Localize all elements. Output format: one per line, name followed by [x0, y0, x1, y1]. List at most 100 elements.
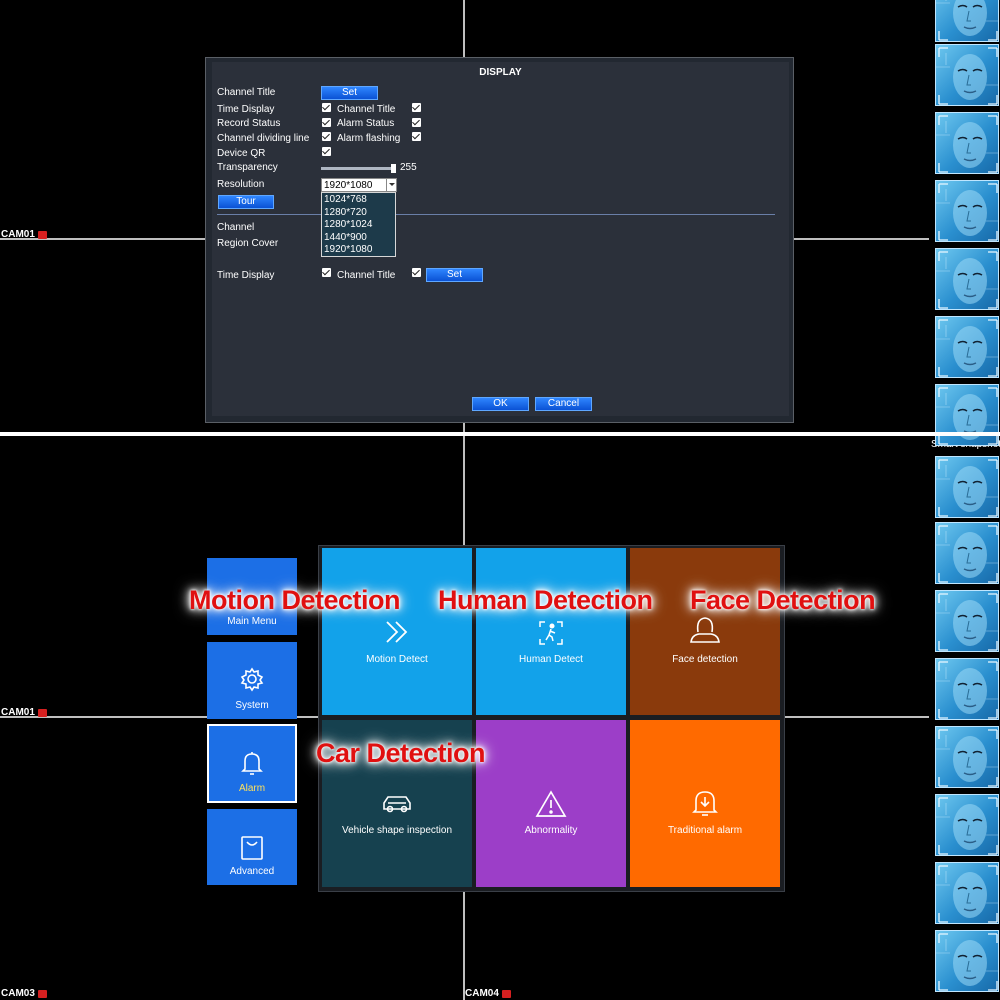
transparency-value: 255 — [400, 162, 417, 173]
record-icon — [501, 989, 511, 998]
face-scan-icon — [936, 47, 998, 105]
face-scan-icon — [936, 115, 998, 173]
resolution-option[interactable]: 1440*900 — [324, 231, 367, 243]
alarm-flashing-label: Alarm flashing — [337, 133, 401, 144]
resolution-option[interactable]: 1280*1024 — [324, 219, 373, 230]
snapshot-thumbnail[interactable] — [935, 522, 999, 584]
abnormality-label: Abnormality — [524, 825, 578, 836]
section-divider — [217, 214, 321, 215]
tile-vehicle-shape-inspection[interactable]: Vehicle shape inspection — [322, 720, 472, 887]
tile-human-detect[interactable]: Human Detect — [476, 548, 626, 715]
face-scan-icon — [936, 459, 998, 517]
snapshot-thumbnail[interactable] — [935, 0, 999, 42]
overlay-human-detection: Human Detection — [438, 585, 653, 615]
tile-motion-detect[interactable]: Motion Detect — [322, 548, 472, 715]
human-detect-label: Human Detect — [519, 654, 583, 665]
face-scan-icon — [936, 387, 998, 445]
chevron-down-icon[interactable] — [386, 179, 396, 191]
shopping-bag-icon — [241, 836, 263, 860]
snapshot-thumbnail[interactable] — [935, 658, 999, 720]
side-menu-main-menu[interactable]: Main Menu — [207, 558, 297, 635]
face-scan-icon — [936, 0, 998, 41]
tour-button[interactable]: Tour — [218, 195, 274, 209]
face-scan-icon — [936, 183, 998, 241]
alarm-bell-icon — [692, 791, 718, 816]
strip-divider — [929, 432, 1000, 436]
ok-button[interactable]: OK — [472, 397, 529, 411]
resolution-label: Resolution — [217, 179, 265, 190]
snapshot-thumbnail[interactable] — [935, 726, 999, 788]
snapshot-thumbnail[interactable] — [935, 316, 999, 378]
camera-label-cam01-bottom: CAM01 — [1, 707, 47, 718]
channel-title-set-button-2[interactable]: Set — [426, 268, 483, 282]
motion-detect-label: Motion Detect — [366, 654, 428, 665]
snapshot-thumbnail[interactable] — [935, 456, 999, 518]
resolution-option[interactable]: 1280*720 — [324, 206, 367, 218]
snapshot-thumbnail[interactable] — [935, 862, 999, 924]
snapshot-thumbnail[interactable] — [935, 590, 999, 652]
alarm-flashing-checkbox[interactable] — [412, 132, 421, 141]
channel-title-set-button[interactable]: Set — [321, 86, 378, 100]
advanced-label: Advanced — [229, 866, 275, 877]
snapshot-thumbnail[interactable] — [935, 930, 999, 992]
face-scan-icon — [936, 933, 998, 991]
channel-title-checkbox-2[interactable] — [412, 268, 421, 277]
gear-icon — [240, 667, 264, 692]
snapshot-thumbnail[interactable] — [935, 112, 999, 174]
face-detect-icon — [690, 617, 720, 643]
device-qr-label: Device QR — [217, 148, 266, 159]
region-cover-label: Region Cover — [217, 238, 279, 249]
tile-face-detection[interactable]: Face detection — [630, 548, 780, 715]
main-menu-label: Main Menu — [227, 616, 277, 627]
device-qr-checkbox[interactable] — [322, 147, 331, 156]
screenshot-divider — [0, 432, 1000, 436]
cancel-button[interactable]: Cancel — [535, 397, 592, 411]
face-scan-icon — [936, 661, 998, 719]
resolution-option[interactable]: 1024*768 — [324, 194, 367, 205]
alarm-status-label: Alarm Status — [337, 118, 395, 129]
record-icon — [37, 708, 47, 717]
snapshot-thumbnail[interactable] — [935, 248, 999, 310]
double-chevron-right-icon — [386, 621, 408, 643]
transparency-label: Transparency — [217, 162, 278, 173]
alarm-label: Alarm — [238, 783, 266, 794]
overlay-car-detection: Car Detection — [316, 738, 486, 768]
snapshot-thumbnail[interactable] — [935, 384, 999, 446]
record-status-label: Record Status — [217, 118, 281, 129]
face-scan-icon — [936, 319, 998, 377]
camera-label-cam04: CAM04 — [465, 988, 511, 999]
record-icon — [37, 230, 47, 239]
snapshot-thumbnail[interactable] — [935, 794, 999, 856]
time-display-checkbox-2[interactable] — [322, 268, 331, 277]
face-scan-icon — [936, 797, 998, 855]
resolution-select[interactable]: 1920*1080 — [321, 178, 397, 192]
side-menu-system[interactable]: System — [207, 642, 297, 719]
tile-traditional-alarm[interactable]: Traditional alarm — [630, 720, 780, 887]
camera-label-cam01-top: CAM01 — [1, 229, 47, 240]
transparency-slider-handle[interactable] — [391, 164, 396, 173]
channel-dividing-line-checkbox[interactable] — [322, 132, 331, 141]
time-display-checkbox[interactable] — [322, 103, 331, 112]
channel-dividing-line-label: Channel dividing line — [217, 133, 310, 144]
channel-title-check-label: Channel Title — [337, 104, 396, 115]
overlay-motion-detection: Motion Detection — [189, 585, 400, 615]
transparency-slider[interactable] — [321, 167, 395, 170]
section-divider — [396, 214, 775, 215]
resolution-option[interactable]: 1920*1080 — [324, 244, 373, 255]
face-scan-icon — [936, 729, 998, 787]
time-display-label: Time Display — [217, 104, 275, 115]
snapshot-thumbnail[interactable] — [935, 180, 999, 242]
tile-abnormality[interactable]: Abnormality — [476, 720, 626, 887]
alarm-status-checkbox[interactable] — [412, 118, 421, 127]
snapshot-thumbnail[interactable] — [935, 44, 999, 106]
record-status-checkbox[interactable] — [322, 118, 331, 127]
overlay-face-detection: Face Detection — [690, 585, 876, 615]
face-scan-icon — [936, 865, 998, 923]
camera-label-cam03: CAM03 — [1, 988, 47, 999]
channel-title-checkbox[interactable] — [412, 103, 421, 112]
resolution-dropdown-list: 1024*768 1280*720 1280*1024 1440*900 192… — [321, 192, 396, 257]
side-menu-alarm[interactable]: Alarm — [207, 724, 297, 803]
side-menu-advanced[interactable]: Advanced — [207, 809, 297, 885]
face-scan-icon — [936, 251, 998, 309]
traditional-alarm-label: Traditional alarm — [667, 825, 743, 836]
